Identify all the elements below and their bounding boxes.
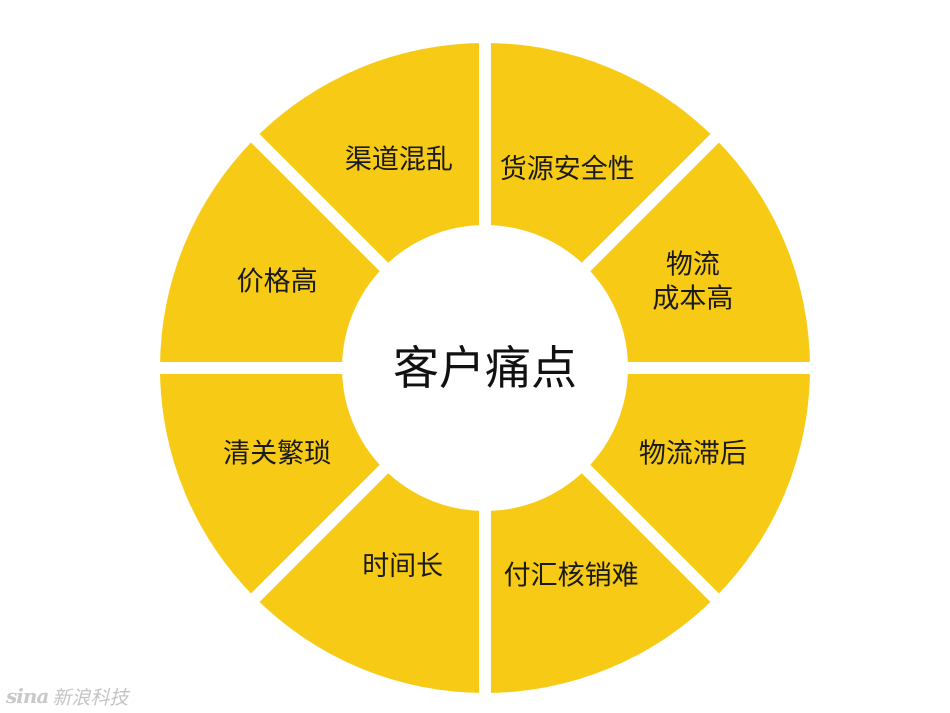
segment-label-line: 价格高 — [237, 266, 318, 297]
segment-label-line: 货源安全性 — [500, 154, 635, 185]
segment-label-line: 成本高 — [652, 283, 733, 314]
segment-label-jiage: 价格高 — [237, 266, 318, 297]
segment-label-huoyuan: 货源安全性 — [500, 154, 635, 185]
segment-label-line: 付汇核销难 — [504, 560, 639, 591]
sina-watermark: sina 新浪科技 — [6, 684, 129, 709]
center-circle — [342, 225, 628, 511]
segment-label-fuhui: 付汇核销难 — [504, 560, 639, 591]
sina-logo: sina — [6, 684, 49, 708]
segment-label-line: 渠道混乱 — [345, 145, 453, 176]
watermark-text: 新浪科技 — [52, 686, 129, 709]
segment-label-shijian: 时间长 — [362, 551, 443, 582]
segment-label-qingguan: 清关繁琐 — [223, 439, 331, 470]
center-label: 客户痛点 — [393, 341, 577, 395]
segment-label-wuliu-chengben: 物流成本高 — [652, 249, 733, 314]
segment-label-line: 清关繁琐 — [223, 439, 331, 470]
segment-label-qudao: 渠道混乱 — [345, 145, 453, 176]
segment-label-wuliu-zhihou: 物流滞后 — [639, 439, 747, 470]
segment-label-line: 物流滞后 — [639, 439, 747, 470]
segment-label-line: 物流 — [666, 249, 720, 280]
segment-label-line: 时间长 — [362, 551, 443, 582]
